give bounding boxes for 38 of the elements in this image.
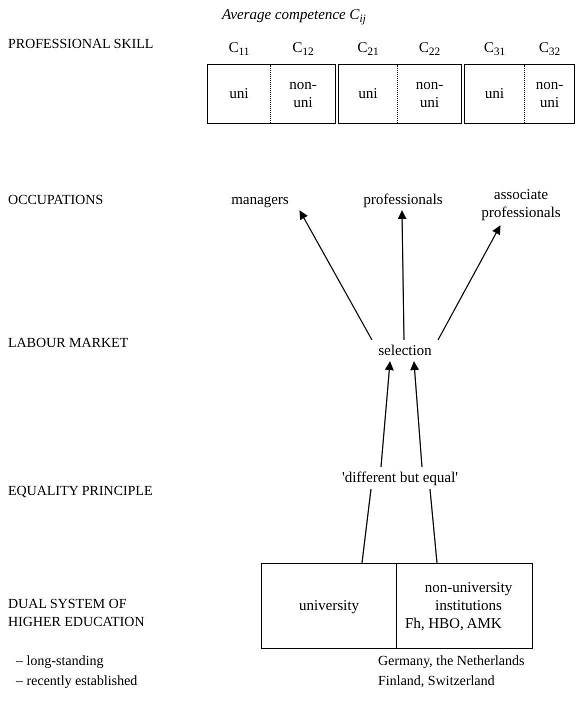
row-label: – long-standing bbox=[16, 653, 104, 671]
frame-box bbox=[261, 563, 533, 649]
connector-line bbox=[429, 488, 438, 564]
arrow bbox=[437, 225, 501, 340]
node-text: non- uni bbox=[534, 76, 564, 112]
arrow bbox=[398, 210, 407, 340]
node-text: university bbox=[299, 597, 359, 615]
node-text: non-university institutions bbox=[424, 579, 514, 615]
node-text: professionals bbox=[363, 191, 443, 209]
competence-symbol: C$_{21}$ bbox=[356, 39, 380, 60]
node-text: associate professionals bbox=[480, 186, 562, 222]
node-text: uni bbox=[484, 85, 504, 103]
row-label: PROFESSIONAL SKILL bbox=[8, 36, 154, 54]
arrow bbox=[299, 210, 373, 340]
competence-symbol: C$_{12}$ bbox=[291, 39, 315, 60]
row-label: – recently established bbox=[16, 673, 138, 691]
row-label: Finland, Switzerland bbox=[378, 673, 496, 691]
node-text: managers bbox=[231, 191, 289, 209]
node-text: 'different but equal' bbox=[342, 469, 458, 487]
node-text: uni bbox=[358, 85, 378, 103]
competence-symbol: C$_{22}$ bbox=[418, 39, 442, 60]
arrow bbox=[380, 361, 394, 468]
node-text: non- uni bbox=[414, 76, 444, 112]
row-label: Germany, the Netherlands bbox=[378, 653, 526, 671]
row-label: OCCUPATIONS bbox=[8, 192, 104, 210]
node-text: non- uni bbox=[288, 76, 318, 112]
node-text: selection bbox=[378, 342, 432, 360]
axis-caption: Average competence C$_{ij}$ bbox=[222, 6, 367, 26]
row-label: DUAL SYSTEM OF HIGHER EDUCATION bbox=[8, 596, 146, 632]
competence-symbol: C$_{11}$ bbox=[228, 39, 250, 60]
row-label: EQUALITY PRINCIPLE bbox=[8, 483, 154, 501]
row-label: LABOUR MARKET bbox=[8, 335, 130, 353]
arrow bbox=[410, 361, 423, 468]
node-text: uni bbox=[229, 85, 249, 103]
node-text: Fh, HBO, AMK bbox=[405, 615, 502, 633]
competence-symbol: C$_{31}$ bbox=[482, 39, 506, 60]
competence-symbol: C$_{32}$ bbox=[538, 39, 562, 60]
connector-line bbox=[361, 488, 372, 564]
